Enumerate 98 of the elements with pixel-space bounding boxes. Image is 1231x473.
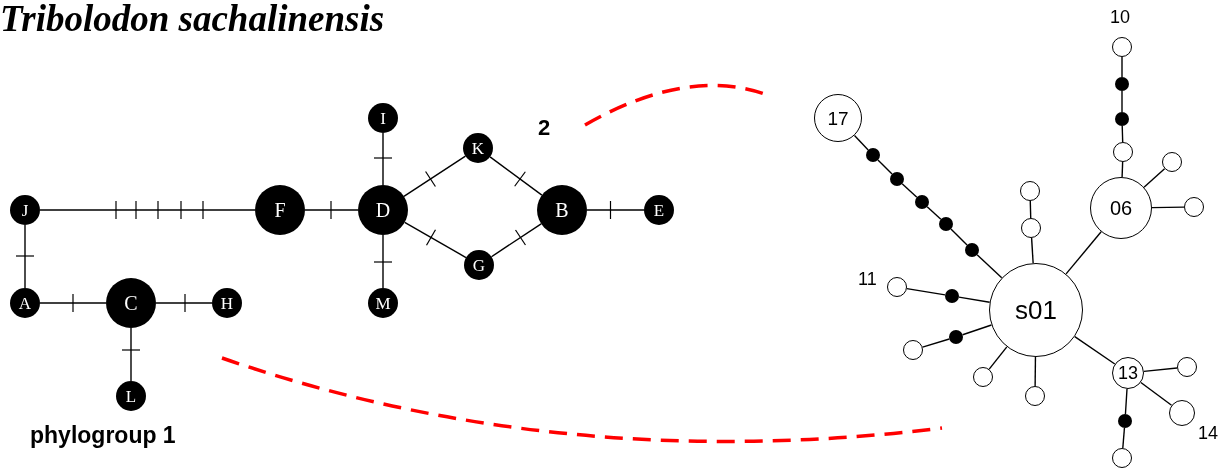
haplotype-circle [116,381,146,411]
network-branch-line [1143,367,1178,373]
missing-haplotype-dot [939,217,953,231]
haplotype-label: F [274,200,286,220]
haplotype-label: M [375,294,391,312]
haplotype-circle [973,367,993,387]
network-branch-line [382,132,384,186]
haplotype-circle [1025,386,1045,406]
network-branch-line [901,183,918,198]
network-branch-line [1074,335,1116,365]
haplotype-label: D [375,200,391,220]
network-branch-line [24,224,26,289]
network-branch-line [304,209,359,211]
haplotype-circle [368,288,398,318]
phylogroup-label: 2 [538,117,551,139]
haplotype-number: 11 [858,270,877,288]
missing-haplotype-dot [1115,112,1129,126]
network-branch-line [950,228,968,246]
haplotype-number: 14 [1198,424,1219,442]
network-branch-line [490,223,542,258]
network-branch-line [1124,388,1128,415]
haplotype-label: H [220,294,234,312]
missing-haplotype-dot [1115,77,1129,91]
haplotype-circle [464,250,494,280]
haplotype-circle [1184,197,1204,217]
haplotype-circle [255,185,305,235]
haplotype-circle [1113,142,1133,162]
network-branch-line [921,338,950,348]
network-branch-line [1140,381,1173,406]
haplotype-label: 06 [1109,198,1133,218]
haplotype-label: B [555,200,569,220]
haplotype-label: 13 [1118,364,1138,382]
haplotype-circle [10,195,40,225]
missing-haplotype-dot [1118,414,1132,428]
haplotype-label: I [380,109,386,127]
haplotype-circle [1112,357,1144,389]
missing-haplotype-dot [890,172,904,186]
network-branch-line [1121,90,1123,113]
haplotype-circle [1169,400,1195,426]
haplotype-circle [644,195,674,225]
missing-haplotype-dot [965,243,979,257]
haplotype-label: 17 [827,108,849,128]
network-branch-line [1122,427,1126,449]
network-branch-line [404,221,467,259]
network-branch-line [403,155,467,198]
network-branch-line [926,206,942,220]
haplotype-circle [1177,357,1197,377]
network-branch-line [1151,206,1185,209]
network-branch-line [39,209,256,211]
haplotype-circle [1162,152,1182,172]
haplotype-circle [106,278,156,328]
haplotype-circle [10,288,40,318]
haplotype-label: J [21,201,29,219]
diagram-title: Tribolodon sachalinensis [0,0,385,37]
haplotype-number: 10 [1110,8,1131,26]
haplotype-label: C [124,293,138,313]
haplotype-circle [1021,218,1041,238]
network-branch-line [382,234,384,289]
missing-haplotype-dot [915,195,929,209]
network-branch-line [489,156,543,196]
phylogroup-label: phylogroup 1 [30,424,176,447]
haplotype-label: A [18,294,32,312]
haplotype-circle [212,288,242,318]
network-branch-line [853,134,869,151]
haplotype-circle [1090,177,1152,239]
haplotype-circle [463,133,493,163]
haplotype-label: G [472,256,486,274]
missing-haplotype-dot [945,289,959,303]
network-branch-line [958,296,991,303]
haplotype-circle [903,340,923,360]
haplotype-label: s01 [1015,297,1057,323]
network-branch-line [1030,237,1034,264]
network-branch-line [1143,168,1166,188]
missing-haplotype-dot [949,330,963,344]
haplotype-circle [537,185,587,235]
network-branch-line [130,327,132,382]
network-branch-line [39,302,107,304]
haplotype-label: L [125,387,137,405]
haplotype-circle [887,277,907,297]
missing-haplotype-dot [866,148,880,162]
network-branch-line [988,346,1008,370]
haplotype-circle [358,185,408,235]
haplotype-circle [1020,181,1040,201]
haplotype-label: K [471,139,485,157]
network-branch-line [1034,356,1037,387]
network-branch-line [961,324,993,336]
network-branch-line [976,254,1003,279]
haplotype-circle [1112,448,1132,468]
haplotype-label: E [653,201,665,219]
haplotype-circle [368,103,398,133]
haplotype-circle [814,94,862,142]
network-branch-line [906,287,946,296]
network-branch-line [1121,56,1123,78]
network-branch-line [1065,231,1102,275]
haplotype-circle [1112,37,1132,57]
network-branch-line [155,302,213,304]
network-branch-line [877,159,893,175]
network-branch-line [586,209,645,211]
